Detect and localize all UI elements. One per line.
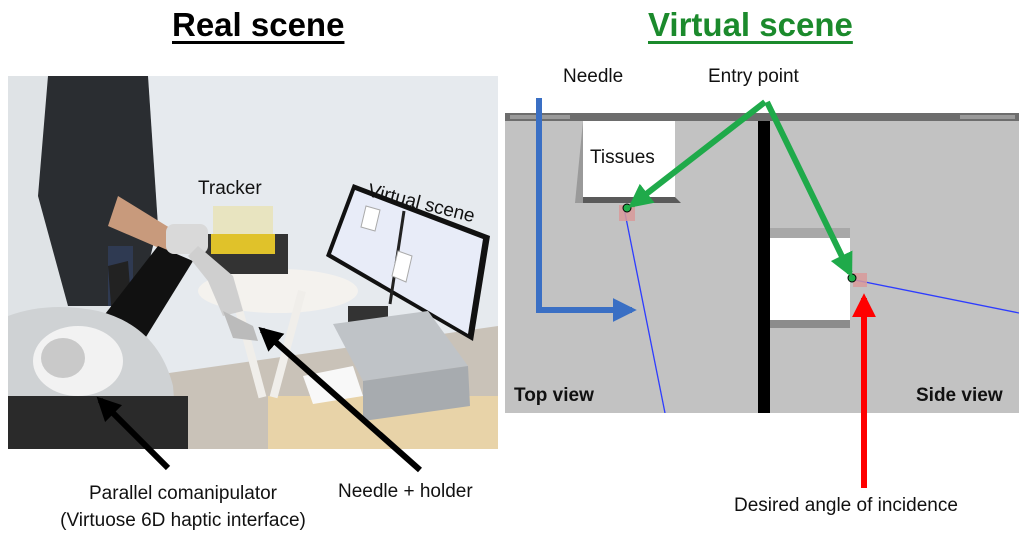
real-scene-heading: Real scene [172,6,345,43]
virtual-scene-heading: Virtual scene [648,6,853,43]
comanipulator-label-line2: (Virtuose 6D haptic interface) [60,510,306,531]
photo-illustration [8,76,498,449]
entry-point-label: Entry point [708,66,799,87]
needle-label: Needle [563,66,624,87]
comanipulator-label-line1: Parallel comanipulator [89,483,277,504]
tracker-label: Tracker [198,178,262,199]
real-scene-photo: Tracker Virtual scene [8,76,498,449]
virtual-scene-screenshot: Tissues Top view Side view [505,113,1019,413]
desired-angle-label: Desired angle of incidence [734,495,958,516]
top-view-needle-line [623,207,666,413]
tissues-label: Tissues [590,147,655,168]
side-view-label: Side view [916,385,1003,406]
comanipulator-label: Parallel comanipulator (Virtuose 6D hapt… [38,480,328,534]
needle-holder-label: Needle + holder [338,481,473,502]
virtual-scene-render [505,113,1019,413]
side-view-needle-line [854,279,1019,314]
top-view-label: Top view [514,385,594,406]
